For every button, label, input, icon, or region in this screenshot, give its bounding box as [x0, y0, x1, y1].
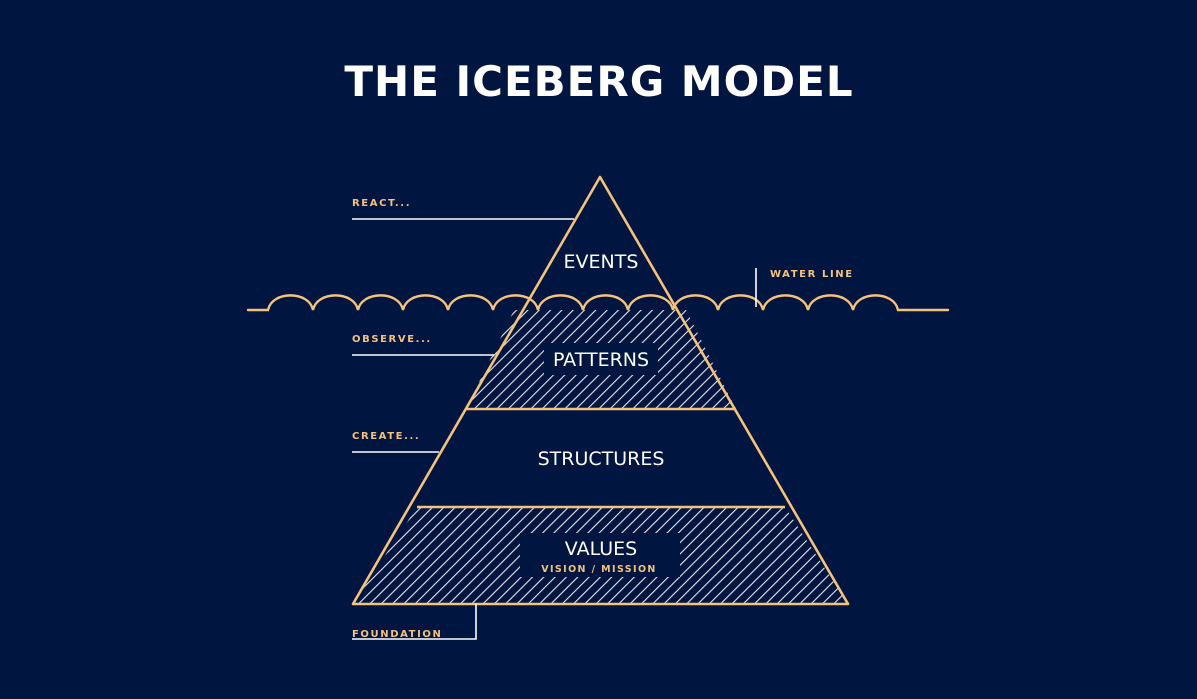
- observe-label: OBSERVE...: [352, 334, 432, 345]
- patterns-label-box: [544, 343, 658, 375]
- page-title: THE ICEBERG MODEL: [344, 57, 853, 106]
- structures-label: STRUCTURES: [538, 448, 665, 470]
- foundation-label: FOUNDATION: [352, 629, 443, 640]
- values-label: VALUES: [565, 538, 637, 560]
- water-line-label: WATER LINE: [770, 269, 854, 280]
- create-label: CREATE...: [352, 431, 420, 442]
- values-label-box: [520, 533, 680, 577]
- react-label: REACT...: [352, 198, 411, 209]
- iceberg-triangle: [351, 175, 850, 606]
- values-sublabel: VISION / MISSION: [541, 564, 657, 575]
- events-label: EVENTS: [564, 251, 639, 273]
- patterns-label: PATTERNS: [553, 349, 649, 371]
- water-line-waves: [246, 294, 950, 312]
- foundation-leader-line: [352, 604, 477, 640]
